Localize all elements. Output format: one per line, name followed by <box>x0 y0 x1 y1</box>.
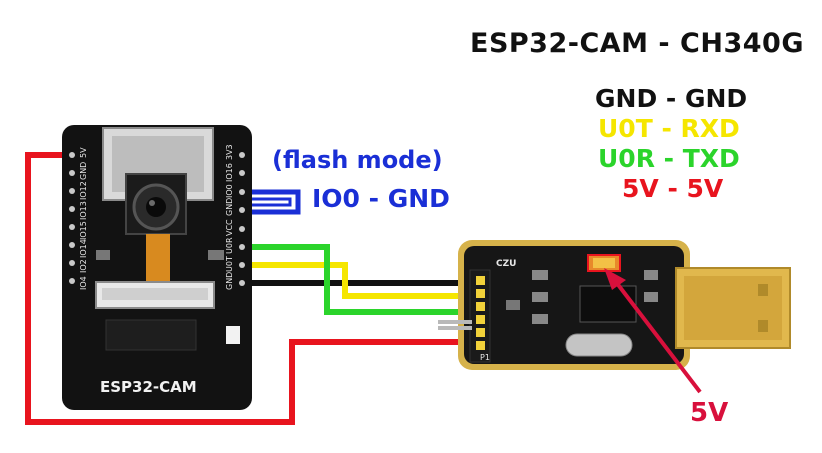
camera-flex-cable <box>146 234 170 282</box>
power-arrow <box>604 268 702 394</box>
mapping-u0r-txd: U0R - TXD <box>598 144 740 173</box>
crystal-oscillator <box>565 333 633 357</box>
voltage-jumper-cap <box>593 258 615 268</box>
wire-u0t-rxd <box>242 262 476 299</box>
usb-brand-label: CZU <box>496 259 516 269</box>
pin-label: IO14 <box>79 239 88 258</box>
smd-part <box>532 292 548 302</box>
camera-lens-glint <box>149 200 155 206</box>
ch340-chip <box>579 285 637 323</box>
esp32-left-pin-labels: 5V GND IO12 IO13 IO15 IO14 IO2 IO4 <box>79 147 88 290</box>
pin-label: IO12 <box>79 181 88 200</box>
pin-label: IO16 <box>225 163 234 182</box>
usb-p1-label: P1 <box>480 353 490 362</box>
pin-label: 3V3 <box>225 144 234 160</box>
wires <box>25 152 476 425</box>
esp32-left-pin-holes <box>69 152 75 284</box>
flash-mode-note: (flash mode) <box>272 146 443 174</box>
wire-5v <box>25 152 476 425</box>
pin-label: 5V <box>79 147 88 158</box>
wire-io0-gnd-inner <box>242 197 292 207</box>
smd-part <box>208 250 224 260</box>
esp32-right-pin-labels: 3V3 IO16 IO0 GND VCC U0R U0T GND <box>225 144 234 290</box>
pin-label: IO0 <box>225 184 234 198</box>
diagram-title: ESP32-CAM - CH340G <box>470 28 804 59</box>
mapping-5v: 5V - 5V <box>622 174 724 203</box>
jumper-pin <box>438 320 472 324</box>
pin-label: IO13 <box>79 201 88 220</box>
smd-part <box>644 292 658 302</box>
wire-u0r-txd <box>242 244 476 315</box>
usb-pcb <box>464 246 684 364</box>
pin-label: VCC <box>225 219 234 236</box>
usb-a-hole <box>758 284 768 296</box>
mapping-gnd: GND - GND <box>595 84 748 113</box>
usb-a-hole <box>758 320 768 332</box>
smd-part <box>532 314 548 324</box>
power-arrow-label: 5V <box>690 398 729 428</box>
pin-label: GND <box>225 198 234 216</box>
pin-label: U0R <box>225 237 234 254</box>
pin-label: IO2 <box>79 259 88 273</box>
pin-label: GND <box>225 272 234 290</box>
flex-connector-slot <box>102 288 208 300</box>
smd-part <box>532 270 548 280</box>
jumper-pin <box>438 326 472 330</box>
esp32-right-pin-holes <box>239 152 245 286</box>
smd-part <box>96 250 110 260</box>
flash-led <box>226 326 240 344</box>
mapping-u0t-rxd: U0T - RXD <box>598 114 740 143</box>
smd-part <box>644 270 658 280</box>
io0-gnd-label: IO0 - GND <box>312 184 450 213</box>
esp32-board-label: ESP32-CAM <box>100 378 197 396</box>
usb-header-pins <box>469 269 491 363</box>
camera-lens-center <box>146 197 166 217</box>
smd-part <box>506 300 520 310</box>
pin-label: GND <box>79 162 88 180</box>
esp32-cam-board: 5V GND IO12 IO13 IO15 IO14 IO2 IO4 3V3 I… <box>62 125 252 410</box>
pin-label: IO15 <box>79 221 88 240</box>
wire-io0-gnd <box>242 189 301 215</box>
ch340g-usb-module: CZU P1 <box>438 240 791 370</box>
sd-slot <box>105 319 197 351</box>
pin-label: IO4 <box>79 276 88 290</box>
pin-label: U0T <box>225 256 234 272</box>
